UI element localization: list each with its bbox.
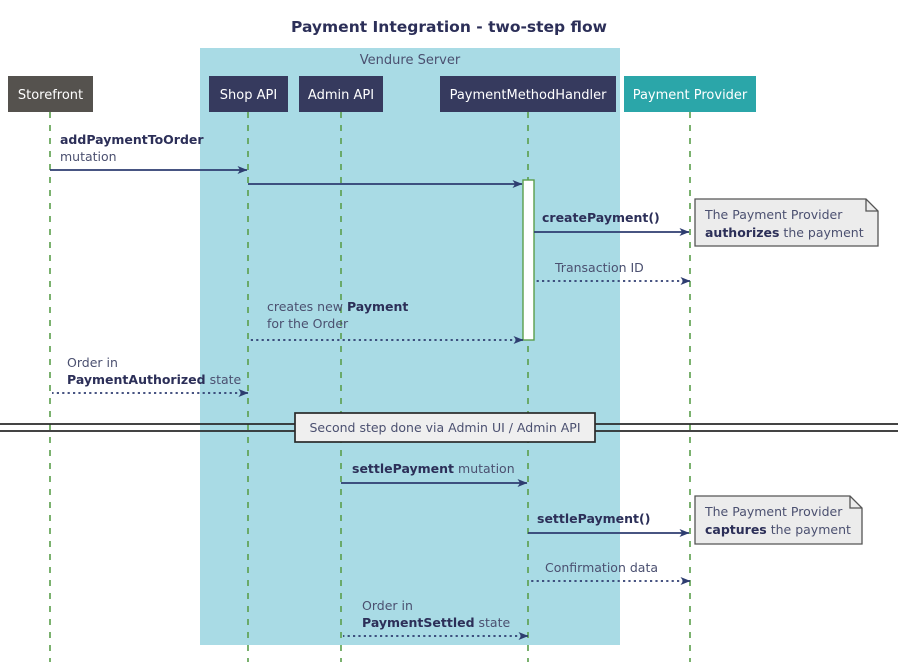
page-title: Payment Integration - two-step flow [291,18,607,36]
payment-settled-bold: PaymentSettled [362,615,475,630]
group-label-vendure-server: Vendure Server [360,53,461,68]
participant-payment-method-handler[interactable]: PaymentMethodHandler [440,76,616,112]
note-captures-plain: the payment [767,522,851,537]
note-captures-line1: The Payment Provider [704,504,843,519]
creates-new-bold: Payment [347,299,408,314]
activation-bar-payment-method-handler [522,179,535,341]
participant-label-payment-provider: Payment Provider [633,88,748,103]
message-label-order-payment-settled-line2: PaymentSettled state [362,615,510,630]
message-label-order-payment-authorized-line1: Order in [67,355,118,370]
note-captures: The Payment Provider captures the paymen… [694,495,863,545]
participant-shop-api[interactable]: Shop API [209,76,288,112]
participant-payment-provider[interactable]: Payment Provider [624,76,756,112]
note-authorizes-line2: authorizes the payment [705,225,864,240]
participant-label-shop-api: Shop API [220,88,277,103]
settle-payment-bold: settlePayment [352,461,454,476]
participant-label-admin-api: Admin API [308,88,374,103]
note-authorizes: The Payment Provider authorizes the paym… [694,198,879,247]
payment-settled-state: state [475,615,511,630]
message-label-add-payment-to-order: addPaymentToOrder [60,132,204,147]
message-sublabel-add-payment-to-order: mutation [60,149,117,164]
group-box-vendure-server [200,48,620,645]
note-captures-bold: captures [705,522,767,537]
settle-payment-call-text: settlePayment() [537,511,650,526]
note-authorizes-bold: authorizes [705,225,779,240]
message-label-settle-payment-call: settlePayment() [537,511,650,526]
participant-admin-api[interactable]: Admin API [299,76,383,112]
participant-label-storefront: Storefront [18,88,83,103]
message-label-order-payment-authorized-line2: PaymentAuthorized state [67,372,242,387]
message-label-order-payment-settled-line1: Order in [362,598,413,613]
payment-authorized-bold: PaymentAuthorized [67,372,206,387]
message-sublabel-creates-new-payment: for the Order [267,316,349,331]
divider-label: Second step done via Admin UI / Admin AP… [309,420,580,435]
settle-payment-suffix: mutation [454,461,515,476]
note-authorizes-plain: the payment [779,225,863,240]
add-payment-bold: addPaymentToOrder [60,132,204,147]
creates-new-pre: creates new [267,299,347,314]
note-authorizes-line1: The Payment Provider [704,207,843,222]
message-label-creates-new-payment: creates new Payment [267,299,408,314]
add-payment-sub: mutation [60,149,117,164]
message-label-confirmation-data: Confirmation data [545,560,658,575]
participant-label-payment-method-handler: PaymentMethodHandler [450,88,608,103]
message-label-create-payment: createPayment() [542,210,660,225]
participant-storefront[interactable]: Storefront [8,76,93,112]
payment-authorized-state: state [206,372,242,387]
create-payment-text: createPayment() [542,210,660,225]
message-label-transaction-id: Transaction ID [554,260,644,275]
message-label-settle-payment-mutation: settlePayment mutation [352,461,515,476]
divider-second-step: Second step done via Admin UI / Admin AP… [0,412,898,443]
note-captures-line2: captures the payment [705,522,851,537]
